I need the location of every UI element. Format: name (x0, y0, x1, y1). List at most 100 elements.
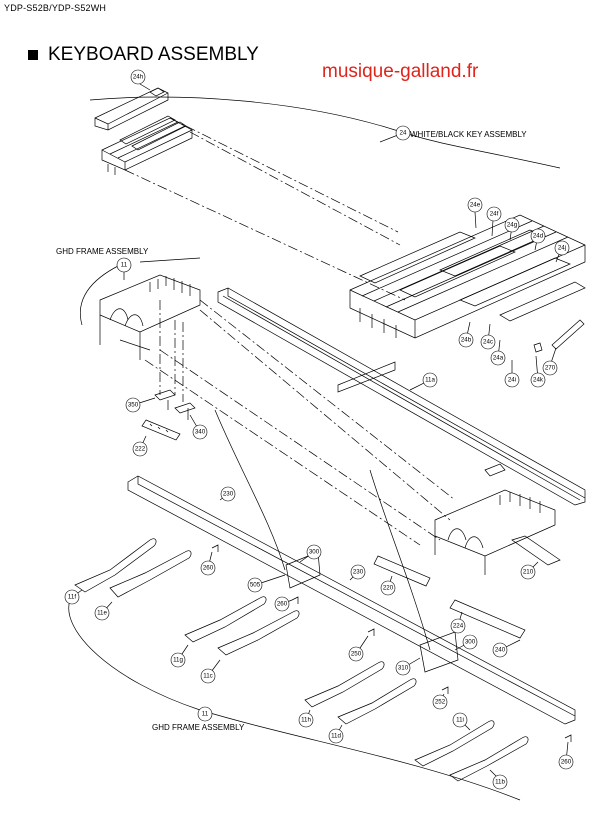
svg-text:505: 505 (250, 582, 261, 589)
watermark: musique-galland.fr (322, 61, 479, 82)
svg-text:11f: 11f (68, 594, 76, 601)
svg-text:350: 350 (128, 402, 139, 409)
callout-11-bottom: 11 (197, 706, 213, 722)
callout-11: 11 (116, 257, 132, 273)
callout-260-b: 260 (274, 596, 290, 612)
svg-text:230: 230 (353, 569, 364, 576)
caption-white-black-key: WHITE/BLACK KEY ASSEMBLY (410, 130, 527, 139)
callout-24f: 24f (486, 206, 502, 222)
part-callouts: 24h 24 24e 24f 24g 24d 24j 24b 24c 24a 2… (64, 69, 574, 790)
callout-300-b: 300 (462, 634, 478, 650)
svg-text:24k: 24k (533, 377, 544, 384)
callout-222: 222 (132, 441, 148, 457)
callout-300-a: 300 (306, 544, 322, 560)
svg-text:300: 300 (465, 639, 476, 646)
caption-ghd-frame-bottom: GHD FRAME ASSEMBLY (152, 723, 245, 732)
svg-text:260: 260 (277, 601, 288, 608)
callout-270: 270 (542, 360, 558, 376)
callout-24k: 24k (530, 372, 546, 388)
svg-text:24e: 24e (470, 202, 481, 209)
svg-text:11b: 11b (495, 779, 505, 786)
svg-text:11: 11 (121, 262, 128, 269)
callout-24b: 24b (458, 332, 474, 348)
ghd-frame-right-drawing (434, 463, 556, 575)
callout-11e: 11e (94, 605, 110, 621)
callout-224: 224 (450, 618, 466, 634)
svg-text:24a: 24a (493, 355, 504, 362)
svg-text:11i: 11i (456, 717, 464, 724)
model-header: YDP-S52B/YDP-S52WH (4, 3, 107, 13)
callout-24h: 24h (130, 69, 146, 85)
svg-text:11a: 11a (425, 377, 435, 384)
callout-24g: 24g (504, 217, 520, 233)
callout-210: 210 (520, 564, 536, 580)
svg-text:11c: 11c (203, 673, 213, 680)
svg-text:11: 11 (202, 711, 209, 718)
svg-text:24h: 24h (133, 74, 144, 81)
svg-text:224: 224 (453, 623, 464, 630)
svg-text:340: 340 (195, 429, 206, 436)
callout-11h: 11h (298, 712, 314, 728)
callout-11g: 11g (170, 652, 186, 668)
svg-text:222: 222 (135, 446, 146, 453)
callout-11c: 11c (200, 668, 216, 684)
callout-11b: 11b (492, 774, 508, 790)
callout-252: 252 (432, 694, 448, 710)
svg-text:252: 252 (435, 699, 446, 706)
svg-text:24j: 24j (558, 245, 566, 252)
bracket-230-drawing (127, 475, 576, 725)
hammers-drawing (74, 538, 529, 782)
svg-text:270: 270 (545, 365, 556, 372)
svg-text:11e: 11e (97, 610, 107, 617)
svg-text:24b: 24b (461, 337, 472, 344)
callout-11a: 11a (422, 372, 438, 388)
svg-text:24: 24 (400, 130, 407, 137)
section-title: KEYBOARD ASSEMBLY (28, 44, 259, 66)
callout-240: 240 (492, 642, 508, 658)
callout-505: 505 (247, 577, 263, 593)
svg-text:250: 250 (351, 651, 362, 658)
svg-text:11g: 11g (173, 657, 183, 664)
callout-230-b: 230 (350, 564, 366, 580)
callout-11d: 11d (328, 728, 344, 744)
svg-text:230: 230 (223, 491, 234, 498)
callout-250: 250 (348, 646, 364, 662)
svg-text:240: 240 (495, 647, 506, 654)
callout-24c: 24c (480, 334, 496, 350)
svg-text:210: 210 (523, 569, 534, 576)
section-title-text: KEYBOARD ASSEMBLY (48, 44, 259, 65)
ghd-frame-left-drawing (99, 274, 201, 360)
callout-24e: 24e (467, 197, 483, 213)
svg-text:11h: 11h (301, 717, 311, 724)
callout-24i: 24i (504, 372, 520, 388)
callout-24d: 24d (530, 228, 546, 244)
caption-ghd-frame-top: GHD FRAME ASSEMBLY (56, 247, 149, 256)
callout-340: 340 (192, 424, 208, 440)
svg-text:24d: 24d (533, 233, 544, 240)
svg-text:310: 310 (398, 665, 409, 672)
svg-text:24i: 24i (508, 377, 516, 384)
svg-text:24f: 24f (490, 211, 499, 218)
callout-220: 220 (380, 580, 396, 596)
svg-text:220: 220 (383, 585, 394, 592)
callout-24j: 24j (554, 240, 570, 256)
callout-260-a: 260 (200, 560, 216, 576)
key-assembly-drawing (349, 214, 586, 339)
callout-350: 350 (125, 397, 141, 413)
callout-260-c: 260 (558, 754, 574, 770)
svg-text:300: 300 (309, 549, 320, 556)
svg-text:24g: 24g (507, 222, 518, 229)
callout-310: 310 (395, 660, 411, 676)
callout-24a: 24a (490, 350, 506, 366)
callout-230: 230 (220, 486, 236, 502)
callout-24: 24 (395, 125, 411, 141)
rail-11a-drawing (217, 287, 586, 506)
svg-text:24c: 24c (483, 339, 493, 346)
svg-text:260: 260 (561, 759, 572, 766)
bullet-square-icon (28, 50, 38, 60)
svg-text:260: 260 (203, 565, 214, 572)
callout-11i: 11i (452, 712, 468, 728)
key-24h-drawing (94, 87, 169, 131)
top-keys-drawing (101, 115, 193, 175)
